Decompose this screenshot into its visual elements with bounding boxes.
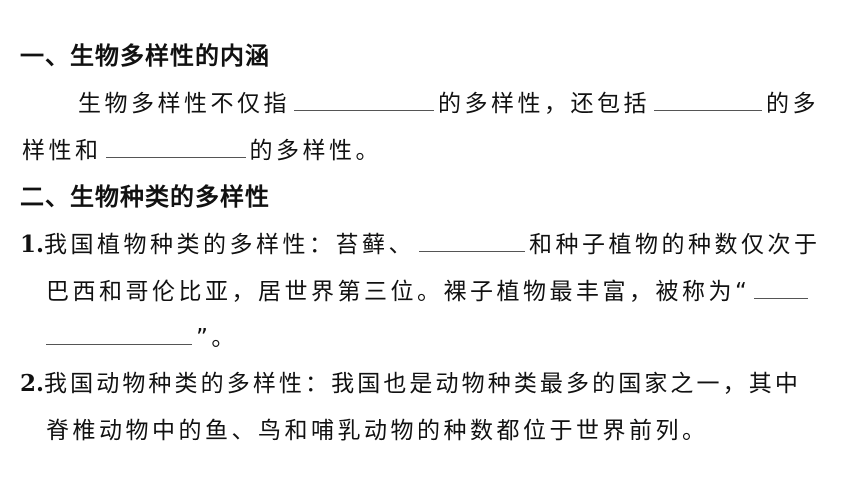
fill-in-blank[interactable] [105,135,246,158]
section-title: 一、生物多样性的内涵 [20,42,270,70]
text-segment: 生物多样性不仅指 [78,91,290,117]
fill-in-blank[interactable] [46,322,192,345]
text-segment: 我国植物种类的多样性：苔藓、 [44,232,416,258]
text-segment: 的多样性。 [249,138,382,164]
item-number: 2. [20,370,45,397]
paragraph-line: 生物多样性不仅指 的多样性，还包括 的多 [78,88,819,119]
fill-in-blank[interactable] [294,88,434,111]
section-heading-1: 一、生物多样性的内涵 [20,41,270,71]
list-item-1-line: 1.我国植物种类的多样性：苔藓、 和种子植物的种数仅次于 [20,229,821,260]
section-title: 二、生物种类的多样性 [20,183,270,211]
list-item-2-line: 脊椎动物中的鱼、鸟和哺乳动物的种数都位于世界前列。 [46,416,709,446]
text-segment: 的多 [766,91,819,117]
fill-in-blank[interactable] [754,276,809,299]
text-segment: 样性和 [22,138,102,164]
fill-in-blank[interactable] [419,229,526,252]
text-segment: 巴西和哥伦比亚，居世界第三位。裸子植物最丰富，被称为“ [46,279,751,305]
fill-in-blank[interactable] [654,88,762,111]
text-segment: 的多样性，还包括 [438,91,650,117]
text-segment: ”。 [196,325,238,351]
section-heading-2: 二、生物种类的多样性 [20,182,270,212]
text-segment: 脊椎动物中的鱼、鸟和哺乳动物的种数都位于世界前列。 [46,418,709,444]
list-item-1-line: ”。 [46,322,238,353]
text-segment: 和种子植物的种数仅次于 [529,232,821,258]
list-item-1-line: 巴西和哥伦比亚，居世界第三位。裸子植物最丰富，被称为“ [46,276,812,307]
text-segment: 我国动物种类的多样性：我国也是动物种类最多的国家之一，其中 [44,371,801,397]
paragraph-line: 样性和 的多样性。 [22,135,382,166]
item-number: 1. [20,231,45,258]
list-item-2-line: 2.我国动物种类的多样性：我国也是动物种类最多的国家之一，其中 [20,369,801,399]
